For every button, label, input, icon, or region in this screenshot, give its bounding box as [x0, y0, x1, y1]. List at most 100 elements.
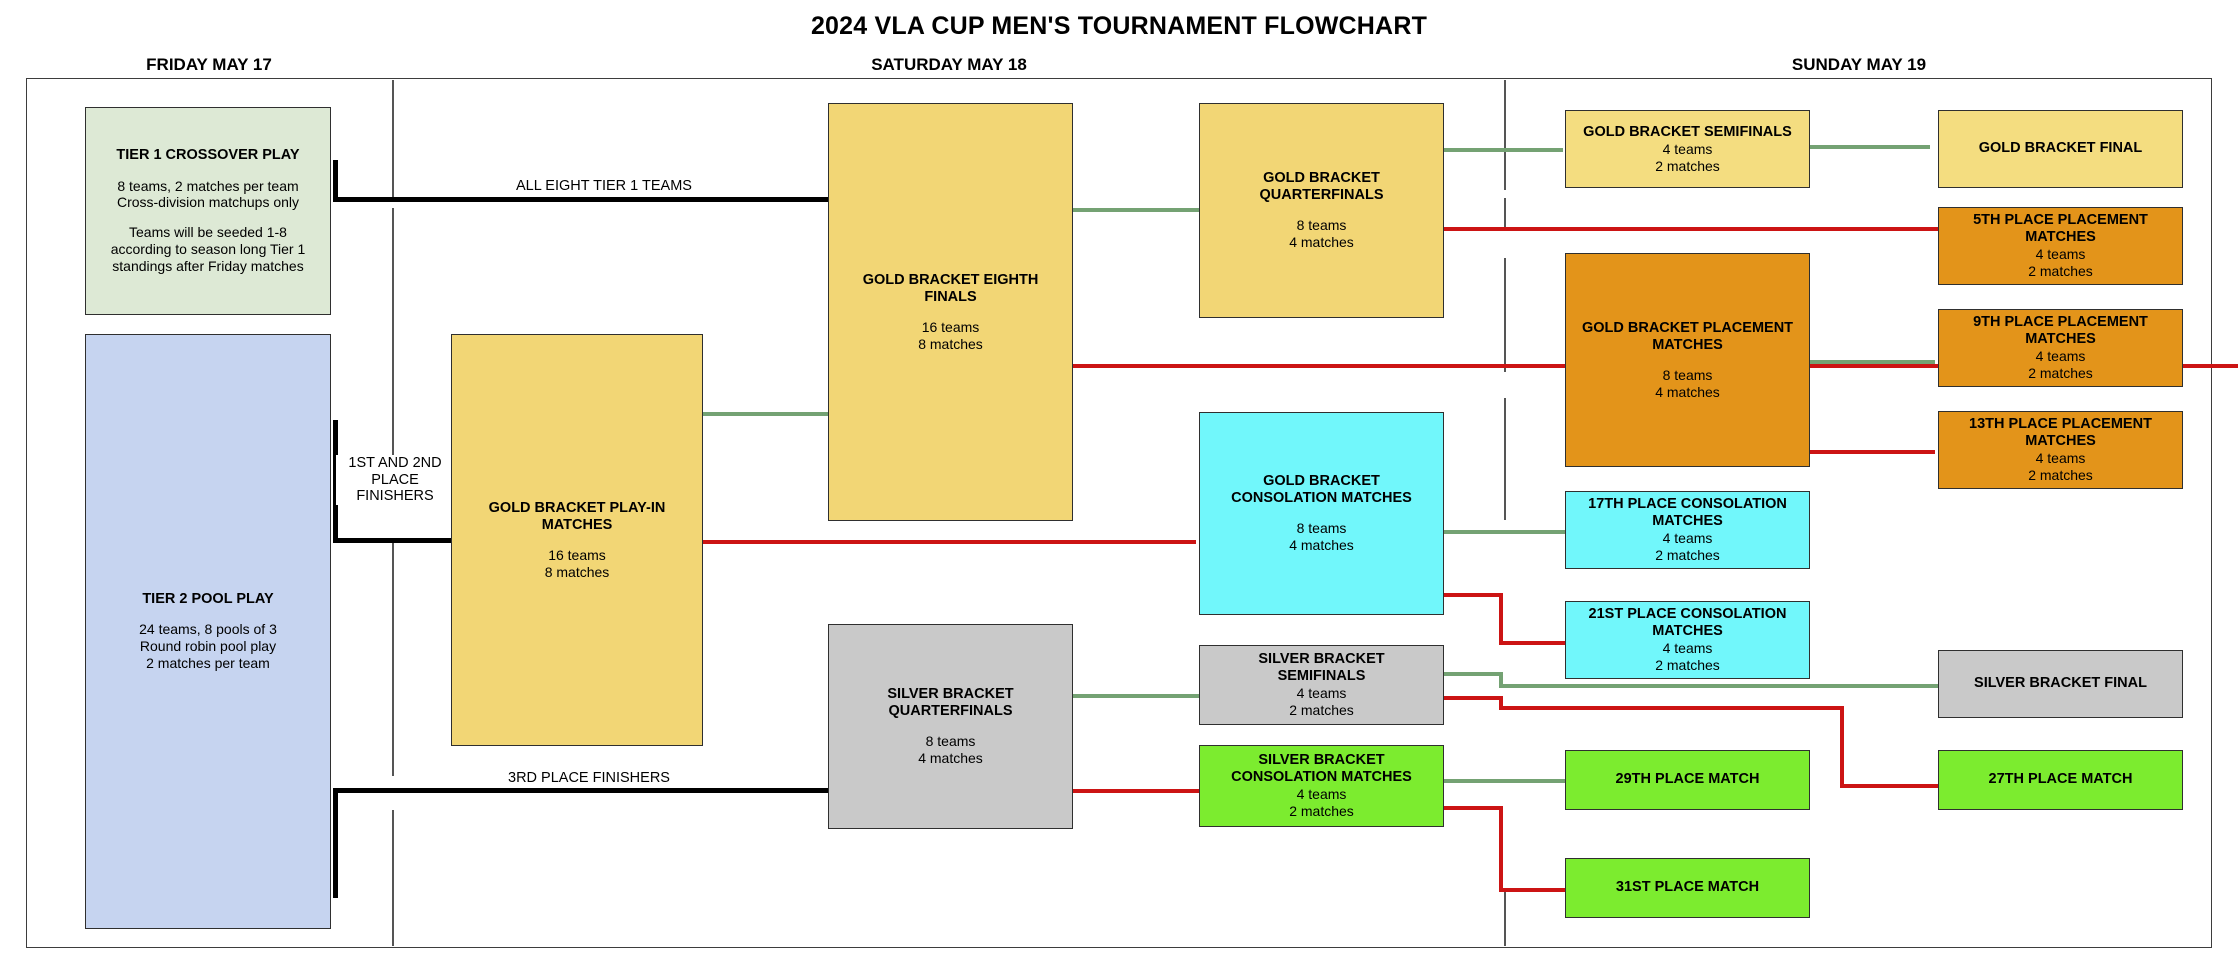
box-title-line-1: SILVER BRACKET — [887, 686, 1014, 703]
connector-silversemis-to-27th-loser-a — [1443, 696, 1503, 700]
connector-first-second-place — [333, 538, 453, 543]
connector-quarter-to-placement-loser — [1443, 227, 1938, 231]
connector-silverconsolation-to-31st-loser-a — [1443, 806, 1503, 810]
box-title-line-2: CONSOLATION MATCHES — [1231, 769, 1412, 786]
box-silver-bracket-consolation-matches[interactable]: SILVER BRACKET CONSOLATION MATCHES 4 tea… — [1199, 745, 1444, 827]
box-title-line-2: MATCHES — [1652, 336, 1723, 353]
box-line-3: 2 matches per team — [146, 654, 270, 671]
box-5th-place-placement-matches[interactable]: 5TH PLACE PLACEMENT MATCHES 4 teams 2 ma… — [1938, 207, 2183, 285]
box-title-line-1: GOLD BRACKET PLACEMENT — [1581, 319, 1794, 336]
box-teams: 4 teams — [2035, 450, 2086, 467]
box-line-3: Teams will be seeded 1-8 — [129, 224, 287, 241]
box-matches: 8 matches — [918, 335, 983, 352]
connector-silverconsolation-to-29th-winner — [1443, 779, 1565, 783]
connector-silversemis-to-27th-loser-b — [1499, 696, 1503, 710]
box-title: GOLD BRACKET SEMIFINALS — [1583, 123, 1792, 140]
box-title-line-2: FINALS — [924, 288, 977, 305]
box-title-line-1: 5TH PLACE PLACEMENT — [1973, 212, 2148, 229]
box-gold-bracket-quarterfinals[interactable]: GOLD BRACKET QUARTERFINALS 8 teams 4 mat… — [1199, 103, 1444, 318]
chart-frame — [26, 78, 2212, 948]
connector-goldconsolation-to-21st-loser-a — [1443, 593, 1503, 597]
box-teams: 4 teams — [1296, 786, 1347, 803]
connector-silverquarter-to-semis-winner — [1073, 694, 1199, 698]
day-divider-saturday-sunday — [1504, 258, 1506, 372]
box-13th-place-placement-matches[interactable]: 13TH PLACE PLACEMENT MATCHES 4 teams 2 m… — [1938, 411, 2183, 489]
box-matches: 2 matches — [2028, 263, 2093, 280]
box-title-line-1: GOLD BRACKET — [1263, 473, 1380, 490]
connector-playin-to-consolation-loser — [703, 540, 1196, 544]
box-teams: 4 teams — [2035, 348, 2086, 365]
box-title-line-2: QUARTERFINALS — [888, 703, 1013, 720]
label-first-second-line2: PLACE — [371, 471, 419, 488]
box-matches: 4 matches — [1289, 537, 1354, 554]
box-21st-place-consolation-matches[interactable]: 21ST PLACE CONSOLATION MATCHES 4 teams 2… — [1565, 601, 1810, 679]
box-17th-place-consolation-matches[interactable]: 17TH PLACE CONSOLATION MATCHES 4 teams 2… — [1565, 491, 1810, 569]
box-title-line-1: 9TH PLACE PLACEMENT — [1973, 314, 2148, 331]
connector-silversemis-to-final-winner-a — [1443, 672, 1503, 676]
box-tier1-crossover-play[interactable]: TIER 1 CROSSOVER PLAY 8 teams, 2 matches… — [85, 107, 331, 315]
box-title-line-2: QUARTERFINALS — [1259, 187, 1384, 204]
day-divider-friday-saturday — [392, 80, 394, 198]
day-divider-saturday-sunday — [1504, 80, 1506, 190]
box-title-line-1: GOLD BRACKET PLAY-IN — [488, 499, 666, 516]
box-gold-bracket-semifinals[interactable]: GOLD BRACKET SEMIFINALS 4 teams 2 matche… — [1565, 110, 1810, 188]
box-title: 27TH PLACE MATCH — [1988, 771, 2133, 788]
box-matches: 4 matches — [1289, 234, 1354, 251]
box-teams: 8 teams — [925, 733, 976, 750]
connector-silversemis-to-final-winner-c — [1499, 684, 1940, 688]
box-title-line-2: MATCHES — [1652, 623, 1723, 640]
connector-silversemis-to-27th-loser-d — [1840, 706, 1844, 786]
box-title-line-1: SILVER BRACKET — [1258, 651, 1385, 668]
connector-semis-to-final-winner — [1810, 145, 1930, 149]
connector-goldconsolation-to-21st-loser-b — [1499, 593, 1503, 645]
box-title-line-1: 21ST PLACE CONSOLATION — [1588, 606, 1787, 623]
day-divider-friday-saturday — [392, 810, 394, 946]
box-silver-bracket-semifinals[interactable]: SILVER BRACKET SEMIFINALS 4 teams 2 matc… — [1199, 645, 1444, 725]
box-matches: 2 matches — [1289, 803, 1354, 820]
connector-silverconsolation-to-31st-loser-b — [1499, 806, 1503, 892]
connector-silversemis-to-27th-loser-e — [1840, 784, 1938, 788]
connector-third-place-finishers — [333, 788, 828, 793]
label-first-second-line1: 1ST AND 2ND — [348, 455, 442, 471]
label-first-second-place: 1ST AND 2ND PLACE FINISHERS — [336, 455, 454, 506]
connector-silversemis-to-27th-loser-c — [1499, 706, 1844, 710]
box-27th-place-match[interactable]: 27TH PLACE MATCH — [1938, 750, 2183, 810]
page-title: 2024 VLA CUP MEN'S TOURNAMENT FLOWCHART — [810, 12, 1428, 40]
box-teams: 4 teams — [2035, 246, 2086, 263]
box-gold-bracket-placement-matches[interactable]: GOLD BRACKET PLACEMENT MATCHES 8 teams 4… — [1565, 253, 1810, 467]
connector-placement-to-9th-winner — [1810, 360, 1935, 364]
box-matches: 2 matches — [2028, 365, 2093, 382]
day-header-sunday: SUNDAY MAY 19 — [1791, 55, 1927, 74]
box-teams: 8 teams — [1296, 217, 1347, 234]
box-gold-bracket-consolation-matches[interactable]: GOLD BRACKET CONSOLATION MATCHES 8 teams… — [1199, 412, 1444, 615]
box-title-line-2: MATCHES — [541, 516, 613, 533]
box-silver-bracket-final[interactable]: SILVER BRACKET FINAL — [1938, 650, 2183, 718]
box-matches: 2 matches — [1655, 547, 1720, 564]
connector-goldconsolation-to-17th-winner — [1443, 530, 1565, 534]
connector-eighth-to-quarter-winner — [1073, 208, 1199, 212]
box-9th-place-placement-matches[interactable]: 9TH PLACE PLACEMENT MATCHES 4 teams 2 ma… — [1938, 309, 2183, 387]
label-first-second-line3: FINISHERS — [356, 488, 434, 505]
box-title: 31ST PLACE MATCH — [1615, 879, 1760, 896]
box-title: GOLD BRACKET FINAL — [1978, 140, 2143, 157]
box-31st-place-match[interactable]: 31ST PLACE MATCH — [1565, 858, 1810, 918]
day-divider-saturday-sunday — [1504, 398, 1506, 520]
box-matches: 2 matches — [2028, 467, 2093, 484]
connector-goldconsolation-to-21st-loser-c — [1499, 641, 1565, 645]
box-matches: 4 matches — [1655, 383, 1720, 400]
box-29th-place-match[interactable]: 29TH PLACE MATCH — [1565, 750, 1810, 810]
connector-silversemis-to-final-winner-b — [1499, 672, 1503, 688]
box-teams: 4 teams — [1296, 685, 1347, 702]
connector-silverconsolation-to-31st-loser-c — [1499, 888, 1565, 892]
box-line-5: standings after Friday matches — [112, 257, 304, 274]
box-tier2-pool-play[interactable]: TIER 2 POOL PLAY 24 teams, 8 pools of 3 … — [85, 334, 331, 929]
connector-all-tier1-teams-stub — [333, 160, 338, 200]
connector-playin-to-eighth-winner — [703, 412, 833, 416]
box-title-line-2: MATCHES — [2025, 229, 2096, 246]
box-gold-bracket-playin-matches[interactable]: GOLD BRACKET PLAY-IN MATCHES 16 teams 8 … — [451, 334, 703, 746]
box-gold-bracket-final[interactable]: GOLD BRACKET FINAL — [1938, 110, 2183, 188]
box-silver-bracket-quarterfinals[interactable]: SILVER BRACKET QUARTERFINALS 8 teams 4 m… — [828, 624, 1073, 829]
box-gold-bracket-eighth-finals[interactable]: GOLD BRACKET EIGHTH FINALS 16 teams 8 ma… — [828, 103, 1073, 521]
box-title-line-2: MATCHES — [2025, 331, 2096, 348]
